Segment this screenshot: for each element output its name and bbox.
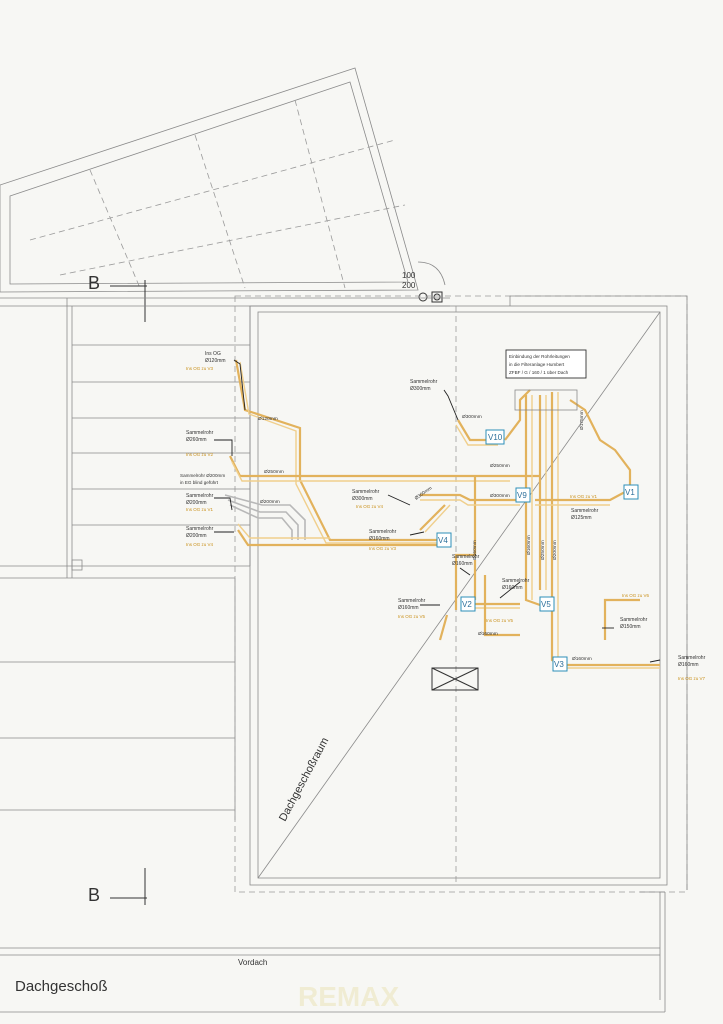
unit-v3: V3 [552,656,568,672]
svg-text:Ø160mm: Ø160mm [502,585,523,591]
svg-text:V9: V9 [517,491,527,500]
svg-text:Ø200mm: Ø200mm [186,500,207,506]
svg-text:Ins OG zu V3: Ins OG zu V3 [369,546,397,551]
svg-text:Ø300mm: Ø300mm [414,485,434,501]
svg-text:Ø160mm: Ø160mm [452,561,473,567]
stair-treads [72,306,251,566]
section-marker-bottom: B [88,885,100,905]
svg-text:Ins OG zu V1: Ins OG zu V1 [186,507,214,512]
upper-wing: 100 200 [0,67,446,303]
unit-v4: V4 [436,532,452,548]
svg-text:in die Filteranlage Humbert: in die Filteranlage Humbert [509,362,565,367]
building-outline [0,297,665,1013]
svg-text:Ins OG: Ins OG [205,351,221,357]
svg-text:Ø250mm: Ø250mm [490,463,510,469]
svg-text:Sammelrohr Ø200mm: Sammelrohr Ø200mm [180,473,225,478]
svg-text:Sammelrohr: Sammelrohr [369,529,397,535]
svg-text:Ins OG zu V2: Ins OG zu V2 [186,452,214,457]
svg-text:Ø160mm: Ø160mm [678,662,699,668]
svg-text:Ø200mm: Ø200mm [260,499,280,505]
svg-text:V1: V1 [625,488,635,497]
svg-text:Ø160mm: Ø160mm [472,540,478,560]
svg-text:Ø175mm: Ø175mm [579,410,585,430]
svg-text:Sammelrohr: Sammelrohr [410,379,438,385]
svg-text:Ø160mm: Ø160mm [572,656,592,662]
column-marker [418,292,428,302]
svg-text:ZFBF / G / 160 / 1 über Dach: ZFBF / G / 160 / 1 über Dach [509,370,569,375]
svg-text:Ø160mm: Ø160mm [369,536,390,542]
svg-text:V10: V10 [488,433,503,442]
svg-text:Ø160mm: Ø160mm [478,631,498,637]
svg-text:in EG blind geführt: in EG blind geführt [180,480,219,485]
svg-text:Ø250mm: Ø250mm [540,540,546,560]
svg-text:Ø260mm: Ø260mm [186,437,207,443]
svg-text:Sammelrohr: Sammelrohr [186,493,214,499]
svg-text:V2: V2 [462,600,472,609]
unit-v9: V9 [515,487,531,503]
label-leaders [214,359,661,663]
svg-text:Sammelrohr: Sammelrohr [186,526,214,532]
gray-ducts [224,494,306,540]
stair-number-100: 100 [402,271,416,280]
section-marker-top: B [88,273,100,293]
crossed-box [431,667,479,691]
svg-text:Ins OG zu V4: Ins OG zu V4 [186,542,214,547]
svg-text:Sammelrohr: Sammelrohr [398,598,426,604]
svg-text:V5: V5 [541,600,551,609]
unit-v10: V10 [485,429,505,445]
svg-text:Sammelrohr: Sammelrohr [352,489,380,495]
svg-text:Ins OG zu V6: Ins OG zu V6 [622,593,650,598]
unit-v2: V2 [460,596,476,612]
svg-text:Ins OG zu V1: Ins OG zu V1 [570,494,598,499]
svg-text:Ins OG zu V4: Ins OG zu V4 [356,504,384,509]
svg-text:Ø200mm: Ø200mm [186,533,207,539]
room-label: Dachgeschoßraum [277,736,331,824]
svg-text:Sammelrohr: Sammelrohr [620,617,648,623]
svg-text:Ø300mm: Ø300mm [462,414,482,420]
svg-text:Ins OG zu V7: Ins OG zu V7 [678,676,706,681]
svg-text:Ø300mm: Ø300mm [490,493,510,499]
stair-number-200: 200 [402,281,416,290]
svg-text:Ø250mm: Ø250mm [264,469,284,475]
filter-note: Einbindung der Rohrleitungen in die Filt… [505,349,587,379]
orange-notes: Ins OG zu V3 Ins OG zu V2 Ins OG zu V1 I… [186,366,706,681]
svg-text:V3: V3 [554,660,564,669]
svg-text:Sammelrohr: Sammelrohr [502,578,530,584]
svg-text:Sammelrohr: Sammelrohr [186,430,214,436]
watermark: REMAX [298,981,399,1012]
unit-v1: V1 [623,484,639,500]
unit-v5: V5 [539,596,555,612]
svg-text:Ins OG zu V3: Ins OG zu V3 [186,366,214,371]
svg-text:Ins OG zu V5: Ins OG zu V5 [486,618,514,623]
svg-text:Einbindung der Rohrleitungen: Einbindung der Rohrleitungen [509,354,570,359]
svg-text:Ø300mm: Ø300mm [352,496,373,502]
svg-text:Ø120mm: Ø120mm [205,358,226,364]
svg-text:Ø120mm: Ø120mm [258,416,278,422]
page-title: Dachgeschoß [15,978,108,995]
svg-text:Ø200mm: Ø200mm [552,540,558,560]
svg-text:Ø160mm: Ø160mm [526,535,532,555]
svg-text:V4: V4 [438,536,448,545]
svg-text:Ø150mm: Ø150mm [620,624,641,630]
svg-text:Sammelrohr: Sammelrohr [678,655,706,661]
canopy-label: Vordach [238,958,267,967]
attic-room [234,295,688,1000]
filter-unit [514,389,578,411]
svg-text:Ø125mm: Ø125mm [571,515,592,521]
svg-text:Sammelrohr: Sammelrohr [452,554,480,560]
svg-text:Ø160mm: Ø160mm [398,605,419,611]
svg-text:Sammelrohr: Sammelrohr [571,508,599,514]
ventilation-ducts [229,359,660,669]
svg-text:Ø300mm: Ø300mm [410,386,431,392]
svg-text:Ins OG zu V5: Ins OG zu V5 [398,614,426,619]
pipe-diameter-labels: Ø120mm Ø250mm Ø250mm Ø300mm Ø300mm Ø300m… [258,410,592,662]
dark-labels: Ins OG Ø120mm Sammelrohr Ø260mm Sammelro… [180,351,706,668]
